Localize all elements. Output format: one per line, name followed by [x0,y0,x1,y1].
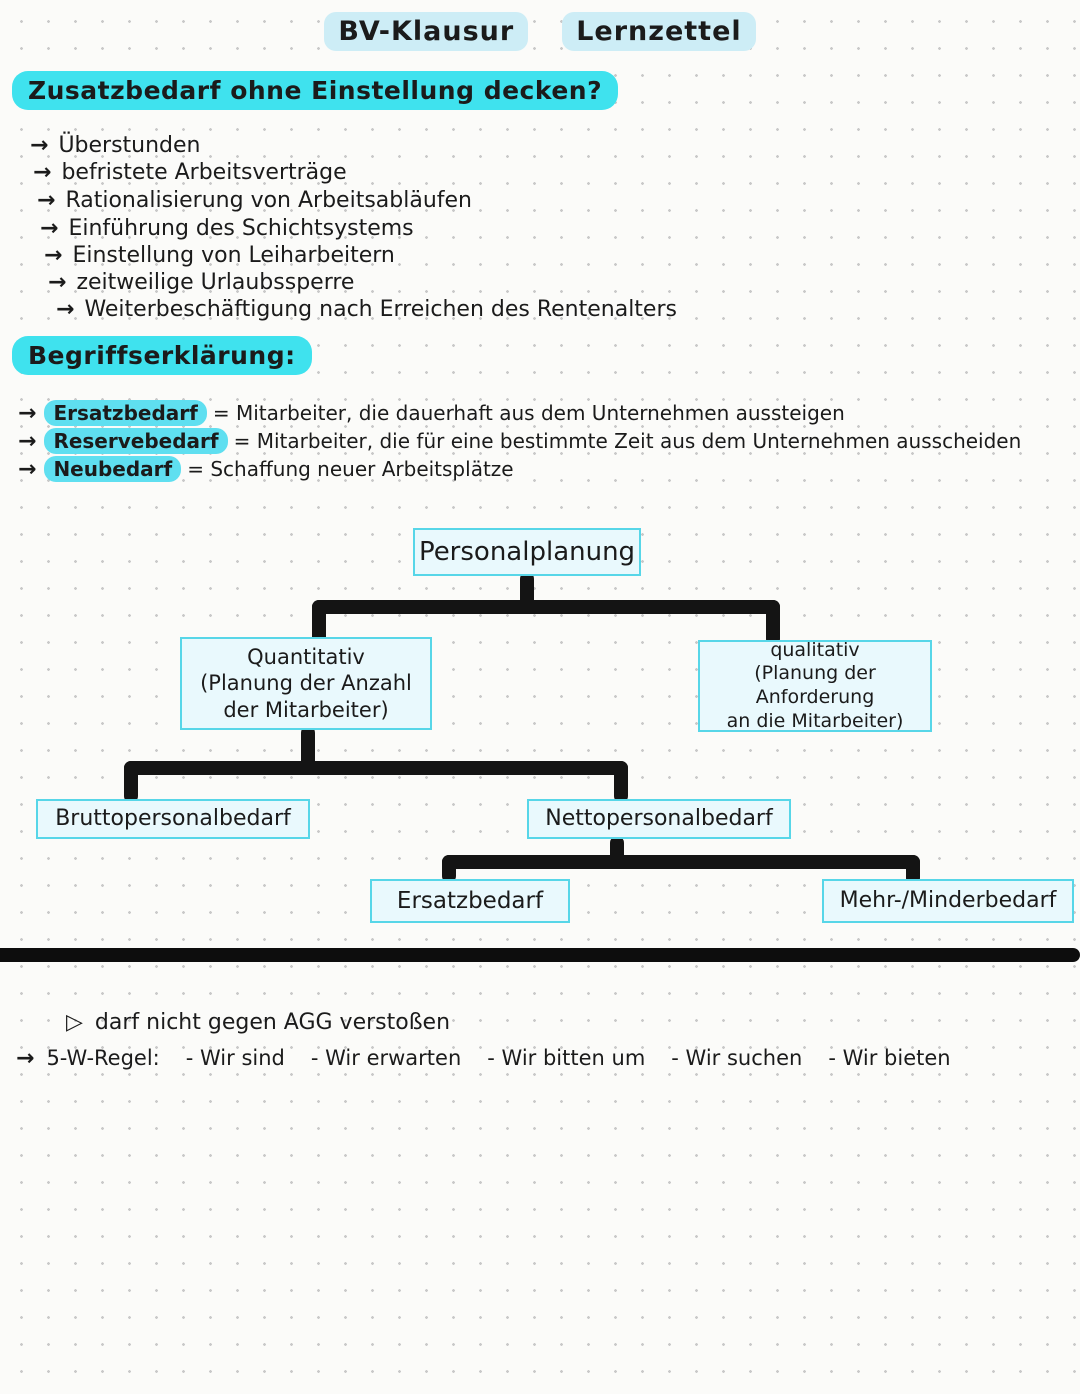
list-item: → Rationalisierung von Arbeitsabläufen [37,188,472,213]
diagram-box-ersatzbedarf: Ersatzbedarf [370,879,570,923]
list-item: → Überstunden [30,133,201,158]
definition-row: → Neubedarf = Schaffung neuer Arbeitsplä… [18,456,514,482]
list-item-label: Einstellung von Leiharbeitern [72,243,395,268]
agg-note-text: darf nicht gegen AGG verstoßen [94,1010,451,1035]
connector-level1-horizontal [312,600,780,614]
arrow-icon: → [56,297,75,322]
definition-text: = Mitarbeiter, die dauerhaft aus dem Unt… [212,401,845,425]
title-right: Lernzettel [562,12,756,51]
arrow-icon: → [16,1046,35,1071]
page-title: BV-Klausur Lernzettel [0,12,1080,51]
diagram-box-quantitativ: Quantitativ (Planung der Anzahl der Mita… [180,637,432,730]
arrow-icon: → [44,243,63,268]
section-zusatzbedarf-heading: Zusatzbedarf ohne Einstellung decken? [12,71,619,110]
w-rule-item: - Wir erwarten [310,1046,462,1070]
list-item-label: Überstunden [58,133,201,158]
definition-term: Neubedarf [44,456,182,482]
arrow-icon: → [18,429,37,454]
connector-level3-horizontal [442,855,920,869]
w-rule-row: → 5-W-Regel: - Wir sind - Wir erwarten -… [16,1046,951,1071]
w-rule-label: 5-W-Regel: [46,1046,160,1070]
diagram-box-bruttopersonalbedarf: Bruttopersonalbedarf [36,799,310,839]
w-rule-item: - Wir bieten [828,1046,951,1070]
arrow-icon: → [30,133,49,158]
divider-line [0,948,1080,962]
connector-level2-horizontal [124,761,628,775]
definition-row: → Ersatzbedarf = Mitarbeiter, die dauerh… [18,400,845,426]
connector-level1-left-stub [312,600,326,644]
connector-level2-left-stub [124,761,138,803]
list-item: → Weiterbeschäftigung nach Erreichen des… [56,297,677,322]
connector-level3-right-stub [906,855,920,885]
connector-level1-right-stub [766,600,780,646]
list-item-label: befristete Arbeitsverträge [61,160,347,185]
list-item-label: zeitweilige Urlaubssperre [76,270,355,295]
definition-text: = Mitarbeiter, die für eine bestimmte Ze… [233,429,1022,453]
diagram-box-personalplanung: Personalplanung [413,528,641,576]
list-item-label: Rationalisierung von Arbeitsabläufen [65,188,472,213]
definition-term: Reservebedarf [44,428,228,454]
list-item: → befristete Arbeitsverträge [33,160,347,185]
arrow-icon: → [37,188,56,213]
diagram-box-mehr-minderbedarf: Mehr-/Minderbedarf [822,879,1074,923]
list-item-label: Weiterbeschäftigung nach Erreichen des R… [84,297,677,322]
arrow-icon: → [18,401,37,426]
list-item: → zeitweilige Urlaubssperre [48,270,354,295]
list-item-label: Einführung des Schichtsystems [68,216,414,241]
arrow-icon: → [18,457,37,482]
list-item: → Einstellung von Leiharbeitern [44,243,395,268]
connector-level3-left-stub [442,855,456,883]
w-rule-item: - Wir suchen [671,1046,803,1070]
diagram-box-nettopersonalbedarf: Nettopersonalbedarf [527,799,791,839]
section-begriffe-heading: Begriffserklärung: [12,336,312,375]
open-triangle-icon: ▷ [66,1010,83,1035]
arrow-icon: → [48,270,67,295]
definition-term: Ersatzbedarf [44,400,207,426]
list-item: → Einführung des Schichtsystems [40,216,414,241]
w-rule-item: - Wir sind [185,1046,285,1070]
definition-text: = Schaffung neuer Arbeitsplätze [187,457,514,481]
diagram-box-qualitativ: qualitativ (Planung der Anforderung an d… [698,639,932,732]
definition-row: → Reservebedarf = Mitarbeiter, die für e… [18,428,1021,454]
agg-note-row: ▷ darf nicht gegen AGG verstoßen [66,1010,450,1035]
w-rule-item: - Wir bitten um [487,1046,646,1070]
connector-level2-right-stub [614,761,628,803]
arrow-icon: → [33,160,52,185]
arrow-icon: → [40,216,59,241]
title-left: BV-Klausur [324,12,529,51]
